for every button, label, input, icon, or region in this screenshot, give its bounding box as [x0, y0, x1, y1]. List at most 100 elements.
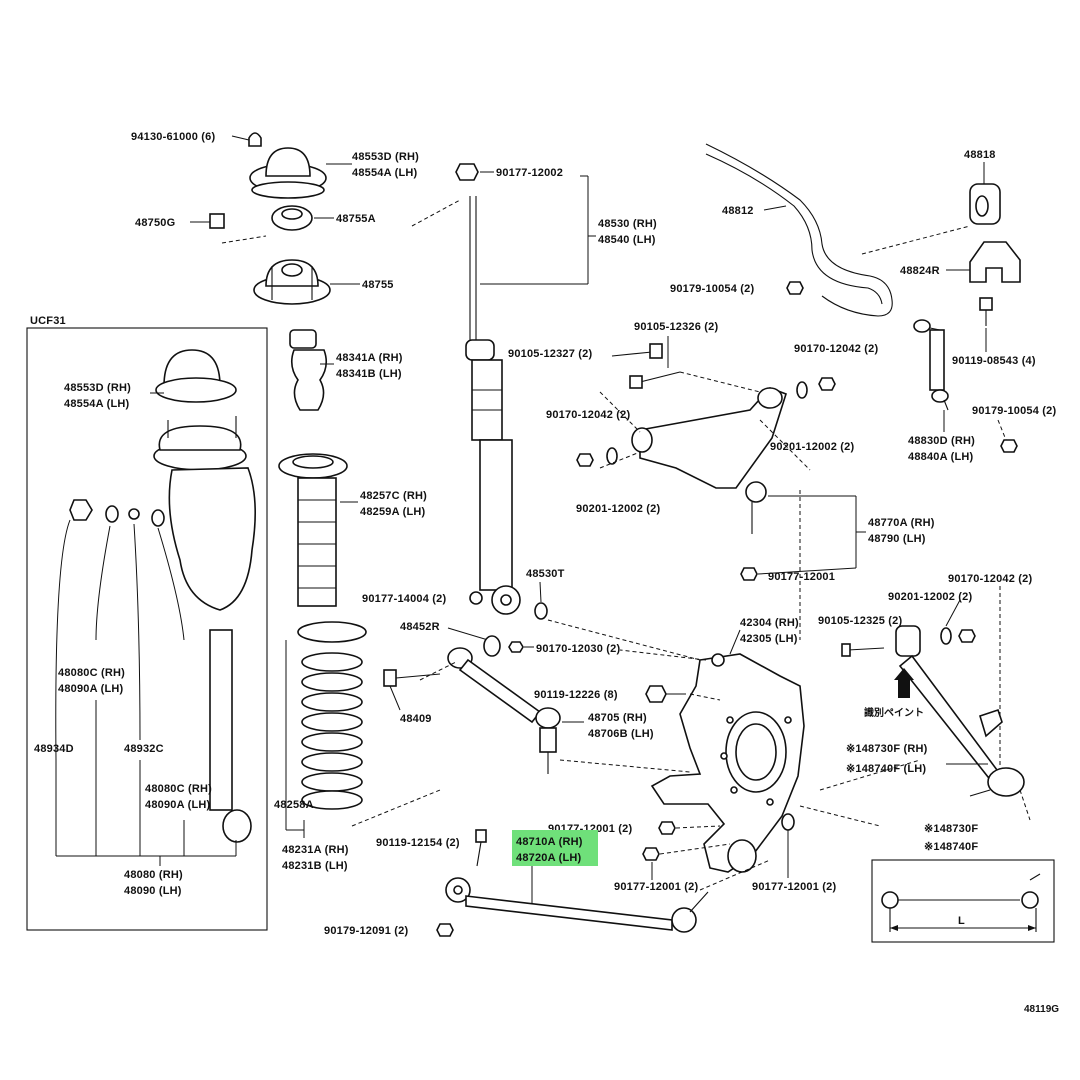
label-48090a-1: 48090A (LH) [58, 683, 124, 695]
lower-arm-48710a[interactable] [445, 877, 709, 933]
label-48259a: 48259A (LH) [360, 506, 426, 518]
label-42304: 42304 (RH) [740, 617, 799, 629]
bolt-90119-08543[interactable] [979, 297, 993, 326]
label-90177-12001-b: 90177-12001 (2) [614, 881, 698, 893]
label-48553d-box: 48553D (RH) [64, 382, 131, 394]
label-90119-08543: 90119-08543 (4) [952, 355, 1036, 367]
label-48812: 48812 [722, 205, 754, 217]
label-48932c: 48932C [124, 743, 164, 755]
washer-90201-12002-b-part[interactable] [796, 381, 808, 399]
stabilizer-link-48830d[interactable] [913, 319, 949, 411]
lower-arm-148730f[interactable] [895, 625, 1025, 797]
spring-bumper-boot-48257c[interactable] [278, 453, 348, 607]
bolt-48409[interactable] [383, 669, 441, 687]
label-paint-mark: 識別ペイント [864, 706, 924, 719]
nut-90179-10054-b[interactable] [1000, 439, 1018, 453]
label-90179-10054-b: 90179-10054 (2) [972, 405, 1056, 417]
label-90170-12042-b: 90170-12042 (2) [794, 343, 878, 355]
label-90105-12325: 90105-12325 (2) [818, 615, 902, 627]
label-48452r: 48452R [400, 621, 440, 633]
label-48080c-2: 48080C (RH) [145, 783, 212, 795]
toe-arm-48705[interactable] [447, 647, 561, 774]
nut-90170-12030[interactable] [508, 641, 524, 653]
model-label: UCF31 [30, 315, 66, 327]
upper-arm-48770a[interactable] [631, 387, 787, 534]
nut-90177-14004[interactable] [469, 591, 483, 605]
bolt-90105-12325[interactable] [841, 643, 885, 657]
coil-spring-48231a[interactable] [297, 621, 367, 810]
bracket-48824r[interactable] [969, 241, 1021, 283]
nut-90177-12001-d[interactable] [740, 567, 758, 581]
label-90105-12327: 90105-12327 (2) [508, 348, 592, 360]
length-inset [871, 859, 1055, 943]
label-90177-12001-d: 90177-12001 [768, 571, 835, 583]
washer-90201-12002-c[interactable] [940, 627, 952, 645]
label-48770a: 48770A (RH) [868, 517, 935, 529]
label-42305: 42305 (LH) [740, 633, 798, 645]
nut-94130[interactable] [248, 132, 262, 147]
label-90170-12042-a: 90170-12042 (2) [546, 409, 630, 421]
bumper-48341a[interactable] [289, 329, 328, 411]
bolt-90119-12154[interactable] [475, 829, 487, 867]
label-48341a: 48341A (RH) [336, 352, 403, 364]
label-48750g: 48750G [135, 217, 175, 229]
ucf31-assembly-box [26, 327, 268, 931]
bolt-90119-12226[interactable] [645, 685, 686, 703]
label-90201-12002-c: 90201-12002 (2) [888, 591, 972, 603]
nut-90179-12091[interactable] [436, 923, 454, 937]
bolt-90105-12327[interactable] [611, 343, 663, 359]
mount-cushion-48553d[interactable] [249, 147, 327, 199]
diagram-id: 48119G [1024, 1004, 1059, 1015]
stabilizer-bar-48812[interactable] [705, 143, 893, 317]
label-48530: 48530 (RH) [598, 218, 657, 230]
label-48720a: 48720A (LH) [516, 852, 582, 864]
label-48341b: 48341B (LH) [336, 368, 402, 380]
label-48080: 48080 (RH) [124, 869, 183, 881]
nut-90170-12042-a[interactable] [576, 453, 594, 467]
label-90179-10054-a: 90179-10054 (2) [670, 283, 754, 295]
nut-90177-12001-c[interactable] [781, 813, 795, 831]
label-48540: 48540 (LH) [598, 234, 656, 246]
label-90179-12091: 90179-12091 (2) [324, 925, 408, 937]
label-48818: 48818 [964, 149, 996, 161]
knuckle-42304[interactable] [650, 653, 805, 873]
highlight-48710a [512, 830, 598, 866]
paint-mark-arrow [894, 668, 914, 698]
label-48710a: 48710A (RH) [516, 836, 583, 848]
air-suspension-cylinder[interactable] [153, 416, 256, 843]
bushing-48818[interactable] [969, 183, 1001, 225]
label-90201-12002-b: 90201-12002 (2) [770, 441, 854, 453]
nut-90177-12001-a[interactable] [658, 821, 676, 835]
label-90170-12042-c: 90170-12042 (2) [948, 573, 1032, 585]
bound-stopper-48755a[interactable] [271, 205, 313, 231]
length-label: L [958, 915, 965, 927]
label-48231a: 48231A (RH) [282, 844, 349, 856]
nut-90179-10054-a[interactable] [786, 281, 804, 295]
nut-90177-12002[interactable] [455, 163, 479, 181]
spacer-48530t[interactable] [534, 602, 548, 620]
nut-90170-12042-b[interactable] [818, 377, 836, 391]
washer-48452r[interactable] [483, 635, 501, 657]
washer-90201-12002-a[interactable] [606, 447, 618, 465]
label-48705: 48705 (RH) [588, 712, 647, 724]
air-spring-mount-48553d[interactable] [155, 349, 237, 403]
shock-absorber-48530[interactable] [465, 196, 521, 615]
upper-support-48755[interactable] [253, 259, 331, 305]
label-48258a: 48258A [274, 799, 314, 811]
label-48080c-1: 48080C (RH) [58, 667, 125, 679]
nut-48750g[interactable] [209, 213, 225, 229]
label-48755a: 48755A [336, 213, 376, 225]
label-90170-12030: 90170-12030 (2) [536, 643, 620, 655]
nut-90170-12042-c[interactable] [958, 629, 976, 643]
bolt-90105-12326[interactable] [629, 371, 681, 389]
label-48554a-top: 48554A (LH) [352, 167, 418, 179]
label-90201-12002-a: 90201-12002 (2) [576, 503, 660, 515]
label-48830d: 48830D (RH) [908, 435, 975, 447]
nut-90177-12001-b[interactable] [642, 847, 660, 861]
label-90105-12326: 90105-12326 (2) [634, 321, 718, 333]
label-90177-12001-c: 90177-12001 (2) [752, 881, 836, 893]
label-48706b: 48706B (LH) [588, 728, 654, 740]
label-48409: 48409 [400, 713, 432, 725]
small-parts-48080c[interactable] [69, 499, 165, 527]
